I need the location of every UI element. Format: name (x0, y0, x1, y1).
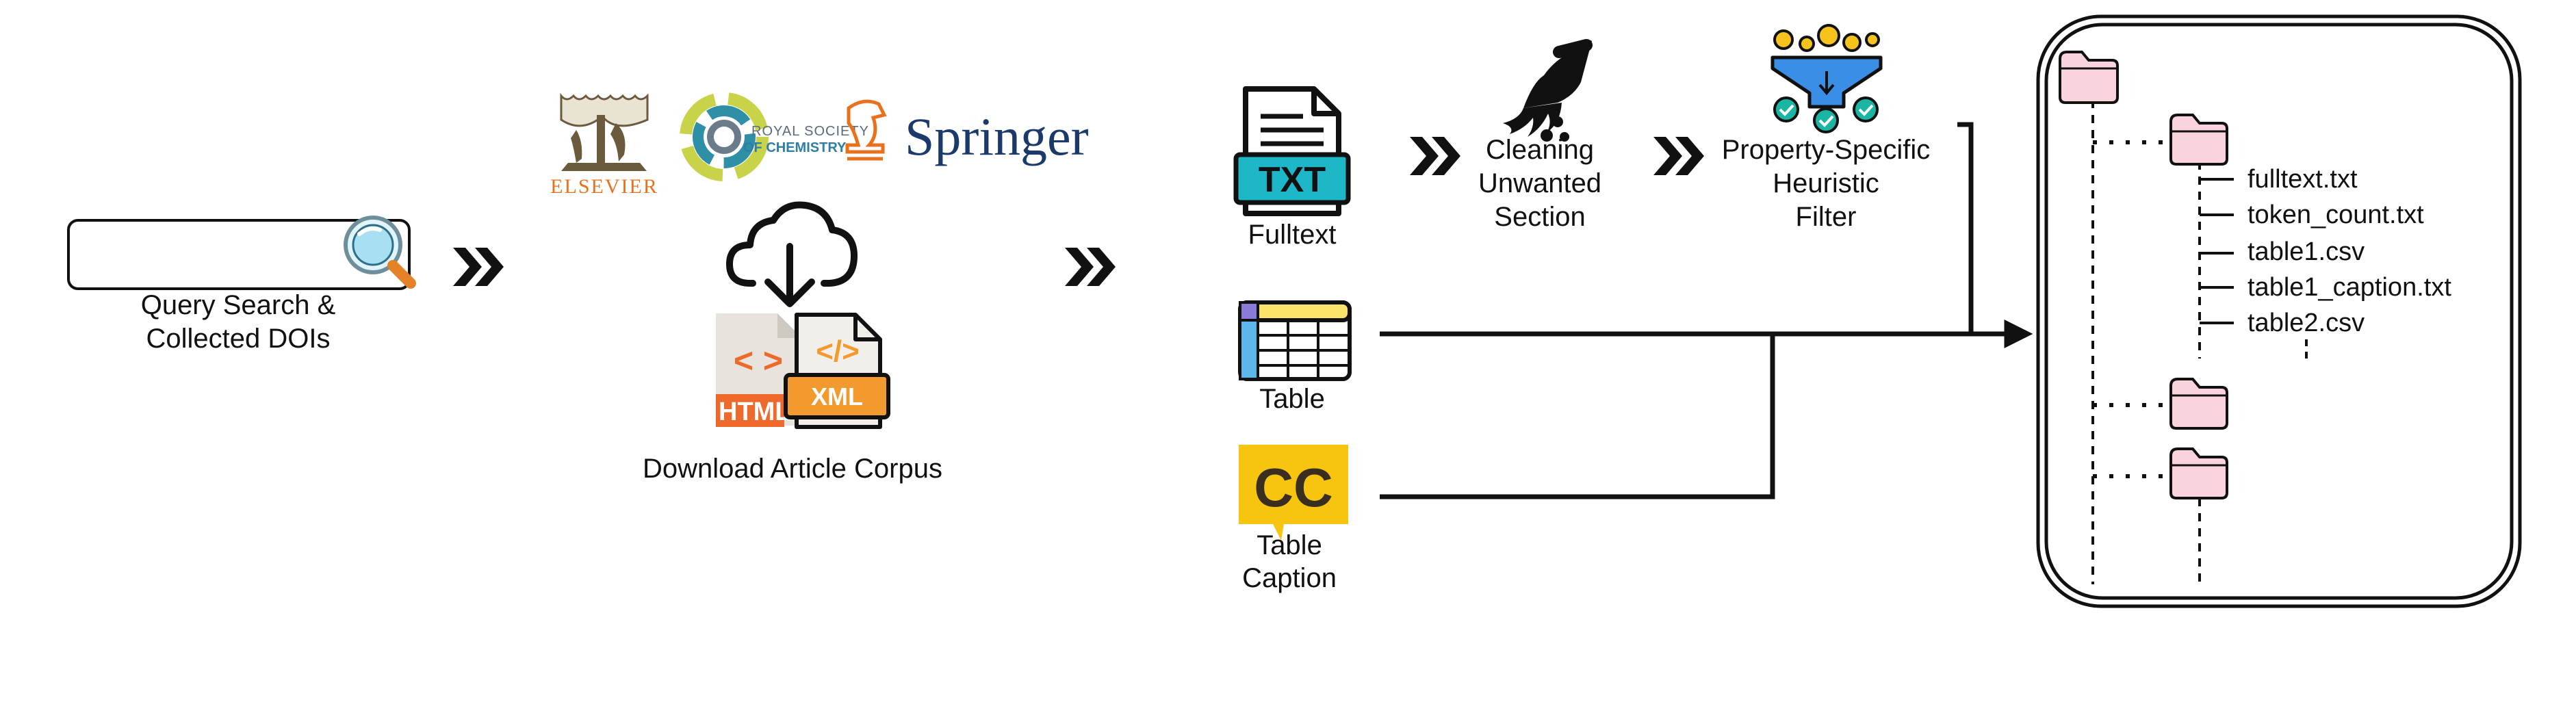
tree-lines (2091, 100, 2308, 584)
caption-label-line1: Table (1257, 530, 1322, 560)
search-icon (344, 216, 416, 289)
file-table2: table2.csv (2247, 309, 2365, 337)
html-file-icon: < > HTML (716, 313, 802, 427)
rsc-wordmark-line1: ROYAL SOCIETY (751, 124, 869, 139)
caption-label-line2: Caption (1242, 563, 1337, 593)
txt-badge: TXT (1259, 160, 1326, 200)
funnel-filter-icon (1770, 24, 1883, 133)
cleaning-label-line1: Cleaning (1486, 135, 1594, 165)
html-badge: HTML (719, 398, 791, 426)
closed-caption-icon: CC (1239, 445, 1348, 541)
download-label: Download Article Corpus (643, 454, 942, 484)
txt-file-icon: TXT (1233, 86, 1351, 216)
broom-icon (1503, 39, 1593, 142)
elsevier-wordmark: ELSEVIER (550, 175, 658, 198)
filter-stage: Property-Specific Heuristic Filter (1722, 24, 1931, 232)
rsc-wordmark-line2: OF CHEMISTRY (743, 140, 847, 155)
extracted-stage: TXT Fulltext Table CC Table Caption (1233, 86, 1352, 593)
connector-lines (1380, 122, 2033, 499)
springer-logo: Springer (845, 99, 1089, 166)
filter-label-line2: Heuristic (1773, 168, 1879, 198)
directory-frame-inner (2044, 23, 2514, 600)
file-table1-caption: table1_caption.txt (2247, 273, 2451, 302)
cleaning-stage: Cleaning Unwanted Section (1478, 39, 1601, 232)
double-chevron-icon (1410, 137, 1460, 175)
double-chevron-icon (1653, 137, 1704, 175)
cloud-download-icon (726, 201, 858, 307)
directory-frame-outer (2036, 14, 2522, 608)
double-chevron-icon (453, 248, 504, 286)
springer-wordmark: Springer (905, 107, 1089, 166)
output-directory: fulltext.txt token_count.txt table1.csv … (2036, 14, 2522, 608)
html-code-glyph: < > (734, 341, 783, 380)
caption-badge: CC (1254, 457, 1333, 518)
cleaning-label-line2: Unwanted (1478, 168, 1601, 198)
query-label-line2: Collected DOIs (146, 324, 331, 354)
table-label: Table (1259, 384, 1325, 414)
xml-file-icon: </> XML (784, 313, 890, 429)
rsc-logo: ROYAL SOCIETY OF CHEMISTRY (680, 92, 869, 181)
query-stage: Query Search & Collected DOIs (67, 216, 416, 354)
file-token-count: token_count.txt (2247, 200, 2424, 229)
download-stage: ELSEVIER ROYAL SOCIETY OF CHEMISTRY Spri… (550, 92, 1089, 484)
folder-icon (2169, 447, 2228, 499)
filter-label-line1: Property-Specific (1722, 135, 1931, 165)
filter-label-line3: Filter (1796, 202, 1857, 232)
double-chevron-icon (1065, 248, 1116, 286)
cleaning-label-line3: Section (1494, 202, 1585, 232)
query-label-line1: Query Search & (141, 290, 336, 320)
filter-connector (1957, 122, 1974, 334)
table-icon (1238, 300, 1352, 381)
xml-code-glyph: </> (816, 335, 860, 368)
caption-connector (1380, 334, 1775, 499)
folder-icon (2059, 51, 2119, 104)
fulltext-label: Fulltext (1248, 220, 1337, 250)
file-fulltext: fulltext.txt (2247, 165, 2358, 194)
elsevier-logo: ELSEVIER (550, 92, 658, 198)
folder-icon (2169, 114, 2228, 166)
file-table1: table1.csv (2247, 237, 2365, 266)
search-input[interactable] (67, 219, 411, 290)
folder-icon (2169, 378, 2228, 430)
xml-badge: XML (811, 382, 863, 411)
